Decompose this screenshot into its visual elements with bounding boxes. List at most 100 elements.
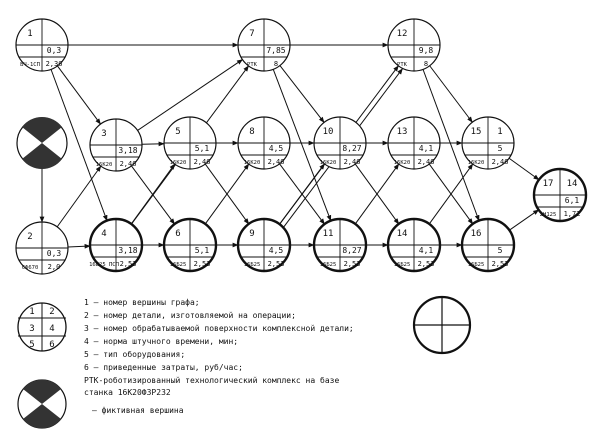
vertex-12-tl: 12 bbox=[397, 29, 408, 39]
vertex-14-mr: 4,1 bbox=[419, 246, 434, 255]
vertex-1-tl: 1 bbox=[27, 29, 32, 39]
vertex-2-mr: 0,3 bbox=[47, 249, 62, 258]
legend-fictitious-symbol bbox=[17, 379, 67, 429]
vertex-13-tl: 13 bbox=[397, 127, 408, 137]
legend-cell-3: 3 bbox=[29, 324, 34, 334]
vertex-6-tl: 6 bbox=[175, 229, 180, 239]
vertex-13: 13 4,1 16К20 2,46 bbox=[387, 116, 441, 170]
vertex-7-br: 8 bbox=[274, 60, 278, 68]
legend-line-8: станка 16К20Ф3Р232 bbox=[84, 388, 171, 397]
vertex-7-tl: 7 bbox=[249, 29, 254, 39]
vertex-11-br: 2,53 bbox=[344, 260, 361, 268]
vertex-3-mr: 3,18 bbox=[118, 146, 137, 155]
vertex-16-tl: 16 bbox=[471, 229, 482, 239]
vertex-9-tl: 9 bbox=[249, 229, 254, 239]
edge-12-15 bbox=[429, 65, 473, 123]
edge-15-17 bbox=[508, 157, 540, 181]
vertex-8: 8 4,5 16К20 2,46 bbox=[237, 116, 291, 170]
vertex-6-bl: 16Б25 bbox=[170, 262, 187, 268]
vertex-5-mr: 5,1 bbox=[195, 144, 210, 153]
vertex-3-br: 2,46 bbox=[120, 160, 137, 168]
legend-cell-1: 1 bbox=[29, 307, 34, 317]
legend-line-6: 6 – приведенные затраты, руб/час; bbox=[84, 363, 243, 372]
edge-6-8 bbox=[204, 163, 250, 225]
vertex-11-tl: 11 bbox=[323, 229, 334, 239]
vertex-9: 9 4,5 16Б25 2,53 bbox=[236, 217, 292, 273]
vertex-17-br: 1,72 bbox=[564, 210, 581, 218]
legend-line-1: 1 – номер вершины графа; bbox=[84, 298, 200, 307]
vertex-13-bl: 16К20 bbox=[394, 160, 411, 166]
legend-cell-6: 6 bbox=[49, 340, 54, 350]
vertex-15-mr: 5 bbox=[498, 144, 503, 153]
vertex-10-tl: 10 bbox=[323, 127, 334, 137]
edge-3-7 bbox=[137, 59, 243, 131]
vertex-4-br: 2,53 bbox=[120, 260, 137, 268]
legend-line-2: 2 – номер детали, изготовляемой на опера… bbox=[84, 311, 296, 320]
vertex-6-br: 2,53 bbox=[194, 260, 211, 268]
edge-11-13 bbox=[354, 163, 400, 225]
edge-16-17 bbox=[509, 209, 540, 231]
vertex-13-mr: 4,1 bbox=[419, 144, 434, 153]
edge-12-16 bbox=[422, 69, 480, 222]
vertex-15-tl: 15 bbox=[471, 127, 482, 137]
vertex-8-tl: 8 bbox=[249, 127, 254, 137]
legend-key-circle: 1 2 3 4 5 6 bbox=[17, 302, 67, 352]
vertex-16-mr: 5 bbox=[498, 246, 503, 255]
vertex-4-mr: 3,18 bbox=[118, 246, 137, 255]
vertex-7-bl: РТК bbox=[247, 62, 258, 68]
fictitious-vertex bbox=[16, 116, 68, 169]
vertex-1-mr: 0,3 bbox=[47, 46, 62, 55]
vertex-11: 11 8,27 16Б25 2,53 bbox=[312, 217, 368, 273]
vertex-14-br: 2,53 bbox=[418, 260, 435, 268]
edge-3-5 bbox=[141, 141, 165, 147]
vertex-12-br: 8 bbox=[424, 60, 428, 68]
vertex-10-mr: 8,27 bbox=[342, 144, 361, 153]
vertex-16-bl: 16Б25 bbox=[468, 262, 485, 268]
vertex-8-br: 2,46 bbox=[268, 158, 285, 166]
vertex-8-bl: 16К20 bbox=[244, 160, 261, 166]
vertex-17-tr: 14 bbox=[567, 179, 578, 189]
vertex-1-bl: ВЧ-1СП bbox=[20, 62, 40, 68]
vertex-11-bl: 16Б25 bbox=[320, 262, 337, 268]
vertex-2-br: 2,0 bbox=[48, 263, 61, 271]
vertex-12-bl: РТК bbox=[397, 62, 408, 68]
vertex-13-br: 2,46 bbox=[418, 158, 435, 166]
edge-2-4 bbox=[67, 243, 91, 249]
vertex-1: 1 0,3ВЧ-1СП 2,36 bbox=[15, 18, 69, 72]
vertex-1-br: 2,36 bbox=[46, 60, 63, 68]
edge-7-11 bbox=[272, 69, 332, 222]
vertex-9-bl: 16Б25 bbox=[244, 262, 261, 268]
vertex-15-br: 2,46 bbox=[492, 158, 509, 166]
vertex-9-mr: 4,5 bbox=[269, 246, 284, 255]
edge-1-3 bbox=[57, 65, 101, 125]
legend-line-5: 5 – тип оборудования; bbox=[84, 350, 186, 359]
vertex-12-mr: 9,8 bbox=[419, 46, 434, 55]
vertex-15-bl: 16К20 bbox=[468, 160, 485, 166]
vertex-3-bl: 16К20 bbox=[96, 162, 113, 168]
vertex-10-bl: 16К20 bbox=[320, 160, 337, 166]
legend-cell-2: 2 bbox=[49, 307, 54, 317]
vertex-17-tl: 17 bbox=[543, 179, 554, 189]
legend-line-3: 3 – номер обрабатываемой поверхности ком… bbox=[84, 324, 354, 333]
vertex-15-tr: 1 bbox=[497, 127, 502, 137]
vertex-7-mr: 7,85 bbox=[266, 46, 285, 55]
vertex-11-mr: 8,27 bbox=[342, 246, 361, 255]
vertex-14-bl: 16Б25 bbox=[394, 262, 411, 268]
vertex-9-br: 2,53 bbox=[268, 260, 285, 268]
edge-2-3 bbox=[56, 165, 102, 228]
vertex-4-tl: 4 bbox=[101, 229, 106, 239]
legend-cell-5: 5 bbox=[29, 340, 34, 350]
vertex-8-mr: 4,5 bbox=[269, 144, 284, 153]
vertex-4-bl: 16Б25 ПСП bbox=[89, 262, 119, 268]
vertex-17-mr: 6,1 bbox=[565, 196, 580, 205]
